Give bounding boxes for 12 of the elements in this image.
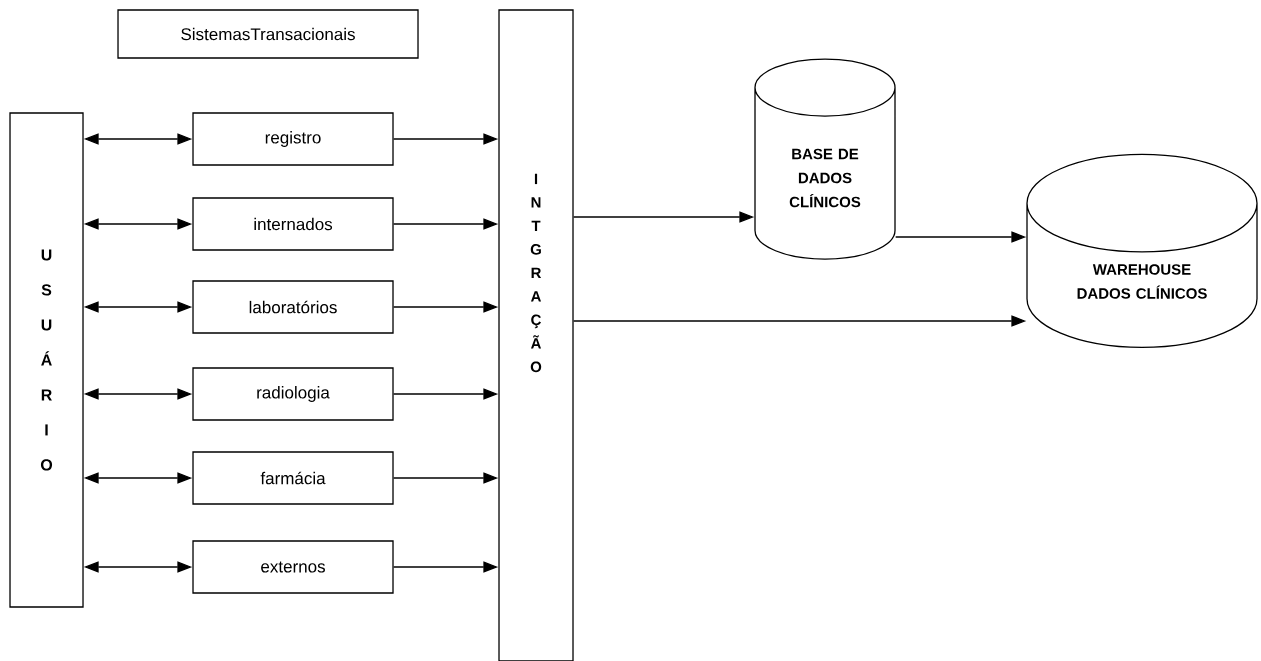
process-box: registro: [192, 112, 394, 166]
process-box: internados: [192, 197, 394, 251]
vertical-bar: U S U Á R I O: [9, 112, 84, 608]
database-cylinder: WAREHOUSE DADOS CLÍNICOS: [1026, 153, 1258, 349]
process-box: laboratórios: [192, 280, 394, 334]
process-box: SistemasTransacionais: [117, 9, 419, 59]
process-box: farmácia: [192, 451, 394, 505]
process-box: radiologia: [192, 367, 394, 421]
vertical-bar: [498, 9, 574, 661]
process-box: externos: [192, 540, 394, 594]
database-cylinder: BASE DE DADOS CLÍNICOS: [754, 58, 896, 260]
vertical-label: I N T G R A Ç Ã O: [530, 173, 542, 373]
